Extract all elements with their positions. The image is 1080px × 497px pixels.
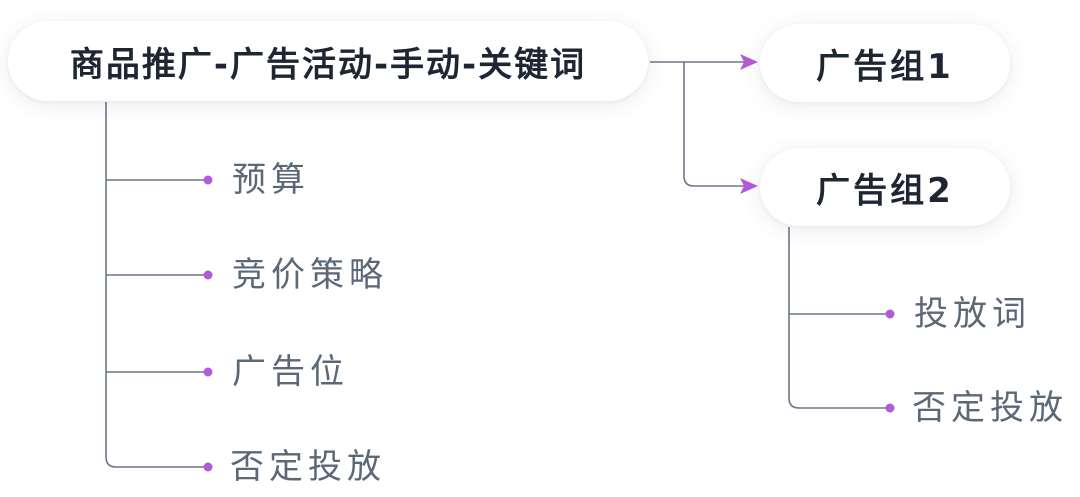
ad-group-node-2: 广告组2 <box>760 148 1010 226</box>
root-leaf-dot-4 <box>203 462 213 472</box>
leaf-placement: 广告位 <box>232 352 349 392</box>
root-leaf-dot-1 <box>203 175 213 185</box>
root-node-label: 商品推广-广告活动-手动-关键词 <box>69 44 587 85</box>
group2-leaf-dot-1 <box>885 309 895 319</box>
group2-arrow-icon <box>740 178 758 194</box>
ad-group-node-1: 广告组1 <box>760 24 1010 102</box>
leaf-targeting-keywords: 投放词 <box>914 294 1031 334</box>
leaf-budget: 预算 <box>232 160 310 200</box>
leaf-bidding-strategy: 竞价策略 <box>232 255 388 295</box>
group2-connector-line <box>683 62 745 187</box>
leaf-group2-negative-targeting: 否定投放 <box>912 388 1068 428</box>
group2-trunk-line <box>788 227 888 409</box>
root-trunk-line <box>105 102 206 468</box>
root-node: 商品推广-广告活动-手动-关键词 <box>8 21 648 101</box>
leaf-negative-targeting: 否定投放 <box>230 447 386 487</box>
ad-group-2-label: 广告组2 <box>816 170 954 211</box>
group1-arrow-icon <box>740 54 758 70</box>
ad-group-1-label: 广告组1 <box>816 46 954 87</box>
root-leaf-dot-2 <box>203 270 213 280</box>
group2-leaf-dot-2 <box>885 403 895 413</box>
root-leaf-dot-3 <box>203 367 213 377</box>
